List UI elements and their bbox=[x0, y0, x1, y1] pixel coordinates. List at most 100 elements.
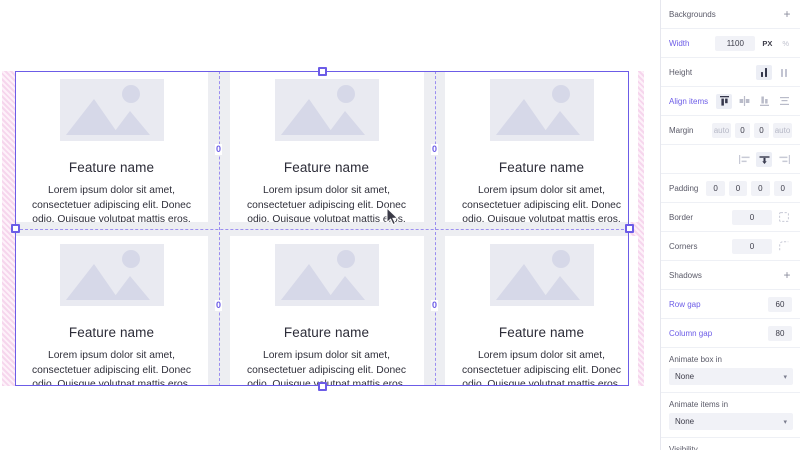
resize-handle-bottom[interactable] bbox=[318, 382, 327, 391]
width-unit-px[interactable]: PX bbox=[762, 38, 773, 48]
row-gap-input[interactable]: 60 bbox=[768, 296, 792, 312]
animate-box-in-label: Animate box in bbox=[669, 355, 722, 364]
border-label: Border bbox=[669, 212, 694, 222]
image-placeholder-icon bbox=[59, 79, 164, 141]
image-placeholder-icon bbox=[59, 244, 164, 306]
column-gap-label[interactable]: 0 bbox=[431, 144, 439, 155]
column-guide-2 bbox=[435, 71, 436, 386]
backgrounds-label: Backgrounds bbox=[669, 9, 716, 19]
resize-handle-right[interactable] bbox=[625, 224, 634, 233]
panel-block-animate-items-in: Animate items in None ▾ bbox=[661, 393, 800, 438]
panel-row-margin-align[interactable] bbox=[661, 145, 800, 174]
column-gap-input[interactable]: 80 bbox=[768, 325, 792, 341]
animate-box-in-select[interactable]: None ▾ bbox=[669, 368, 793, 385]
column-gap-label: Column gap bbox=[669, 328, 713, 338]
card-item[interactable]: Feature name Lorem ipsum dolor sit amet,… bbox=[15, 71, 208, 222]
card-body: Lorem ipsum dolor sit amet, consectetuer… bbox=[31, 350, 192, 386]
margin-align-left-icon[interactable] bbox=[736, 152, 752, 167]
corners-input[interactable]: 0 bbox=[732, 238, 772, 254]
column-gap-label[interactable]: 0 bbox=[215, 300, 223, 311]
card-title: Feature name bbox=[68, 325, 155, 340]
card-title: Feature name bbox=[498, 160, 585, 175]
padding-right-input[interactable]: 0 bbox=[728, 180, 748, 196]
panel-row-row-gap[interactable]: Row gap 60 bbox=[661, 290, 800, 319]
image-placeholder-icon bbox=[274, 244, 379, 306]
resize-handle-left[interactable] bbox=[11, 224, 20, 233]
margin-label: Margin bbox=[669, 125, 694, 135]
height-auto-icon[interactable] bbox=[776, 65, 792, 80]
panel-block-visibility: Visibility bbox=[661, 438, 800, 450]
card-title: Feature name bbox=[283, 325, 370, 340]
align-stretch-icon[interactable] bbox=[776, 94, 792, 109]
align-top-icon[interactable] bbox=[716, 93, 733, 109]
properties-panel[interactable]: Backgrounds + Width 1100 PX % Height Ali… bbox=[660, 0, 800, 450]
margin-align-center-icon[interactable] bbox=[756, 151, 772, 167]
panel-row-align-items[interactable]: Align items bbox=[661, 87, 800, 116]
card-body: Lorem ipsum dolor sit amet, consectetuer… bbox=[31, 185, 192, 222]
column-guide-1 bbox=[219, 71, 220, 386]
card-title: Feature name bbox=[498, 325, 585, 340]
panel-row-margin[interactable]: Margin auto 0 0 auto bbox=[661, 116, 800, 145]
design-canvas[interactable]: Feature name Lorem ipsum dolor sit amet,… bbox=[0, 0, 660, 450]
card-item[interactable]: Feature name Lorem ipsum dolor sit amet,… bbox=[445, 236, 638, 386]
padding-label: Padding bbox=[669, 183, 699, 193]
width-label: Width bbox=[669, 38, 690, 48]
card-item[interactable]: Feature name Lorem ipsum dolor sit amet,… bbox=[15, 236, 208, 386]
animate-items-in-label: Animate items in bbox=[669, 400, 729, 409]
visibility-label: Visibility bbox=[669, 445, 698, 450]
panel-row-border[interactable]: Border 0 bbox=[661, 203, 800, 232]
image-placeholder-icon bbox=[274, 79, 379, 141]
margin-bottom-input[interactable]: 0 bbox=[754, 122, 769, 138]
resize-handle-top[interactable] bbox=[318, 67, 327, 76]
card-item[interactable]: Feature name Lorem ipsum dolor sit amet,… bbox=[230, 236, 423, 386]
animate-box-in-value: None bbox=[675, 372, 695, 381]
panel-row-shadows[interactable]: Shadows + bbox=[661, 261, 800, 290]
margin-band-left bbox=[2, 71, 16, 386]
image-placeholder-icon bbox=[489, 244, 594, 306]
card-item[interactable]: Feature name Lorem ipsum dolor sit amet,… bbox=[230, 71, 423, 222]
panel-row-padding[interactable]: Padding 0 0 0 0 bbox=[661, 174, 800, 203]
border-sides-icon[interactable] bbox=[776, 210, 792, 225]
selection-frame bbox=[15, 71, 629, 386]
row-gap-label: Row gap bbox=[669, 299, 701, 309]
card-item[interactable]: Feature name Lorem ipsum dolor sit amet,… bbox=[445, 71, 638, 222]
corners-label: Corners bbox=[669, 241, 698, 251]
shadows-label: Shadows bbox=[669, 270, 702, 280]
animate-items-in-value: None bbox=[675, 417, 695, 426]
align-center-icon[interactable] bbox=[736, 94, 752, 109]
add-background-icon[interactable]: + bbox=[783, 7, 791, 21]
card-title: Feature name bbox=[283, 160, 370, 175]
chevron-down-icon: ▾ bbox=[783, 418, 787, 426]
panel-row-corners[interactable]: Corners 0 bbox=[661, 232, 800, 261]
cards-grid: Feature name Lorem ipsum dolor sit amet,… bbox=[15, 71, 638, 386]
width-input[interactable]: 1100 bbox=[715, 35, 756, 51]
align-items-label: Align items bbox=[669, 96, 709, 106]
corners-radius-icon[interactable] bbox=[776, 239, 792, 254]
width-unit-percent[interactable]: % bbox=[782, 38, 789, 48]
align-bottom-icon[interactable] bbox=[756, 94, 772, 109]
border-input[interactable]: 0 bbox=[732, 209, 772, 225]
panel-row-height[interactable]: Height bbox=[661, 58, 800, 87]
column-gap-label[interactable]: 0 bbox=[215, 144, 223, 155]
mouse-cursor bbox=[386, 207, 399, 226]
margin-left-input[interactable]: auto bbox=[712, 122, 731, 138]
card-body: Lorem ipsum dolor sit amet, consectetuer… bbox=[461, 350, 622, 386]
card-body: Lorem ipsum dolor sit amet, consectetuer… bbox=[461, 185, 622, 222]
card-title: Feature name bbox=[68, 160, 155, 175]
height-fixed-icon[interactable] bbox=[756, 64, 772, 80]
padding-left-input[interactable]: 0 bbox=[773, 180, 792, 196]
panel-row-width[interactable]: Width 1100 PX % bbox=[661, 29, 800, 58]
panel-row-backgrounds[interactable]: Backgrounds + bbox=[661, 0, 800, 29]
padding-bottom-input[interactable]: 0 bbox=[751, 180, 770, 196]
margin-right-input[interactable]: auto bbox=[773, 122, 792, 138]
padding-top-input[interactable]: 0 bbox=[706, 180, 725, 196]
card-body: Lorem ipsum dolor sit amet, consectetuer… bbox=[246, 185, 407, 222]
margin-top-input[interactable]: 0 bbox=[735, 122, 750, 138]
panel-row-column-gap[interactable]: Column gap 80 bbox=[661, 319, 800, 348]
column-gap-label[interactable]: 0 bbox=[431, 300, 439, 311]
margin-align-right-icon[interactable] bbox=[776, 152, 792, 167]
animate-items-in-select[interactable]: None ▾ bbox=[669, 413, 793, 430]
add-shadow-icon[interactable]: + bbox=[783, 268, 791, 282]
panel-block-animate-box-in: Animate box in None ▾ bbox=[661, 348, 800, 393]
